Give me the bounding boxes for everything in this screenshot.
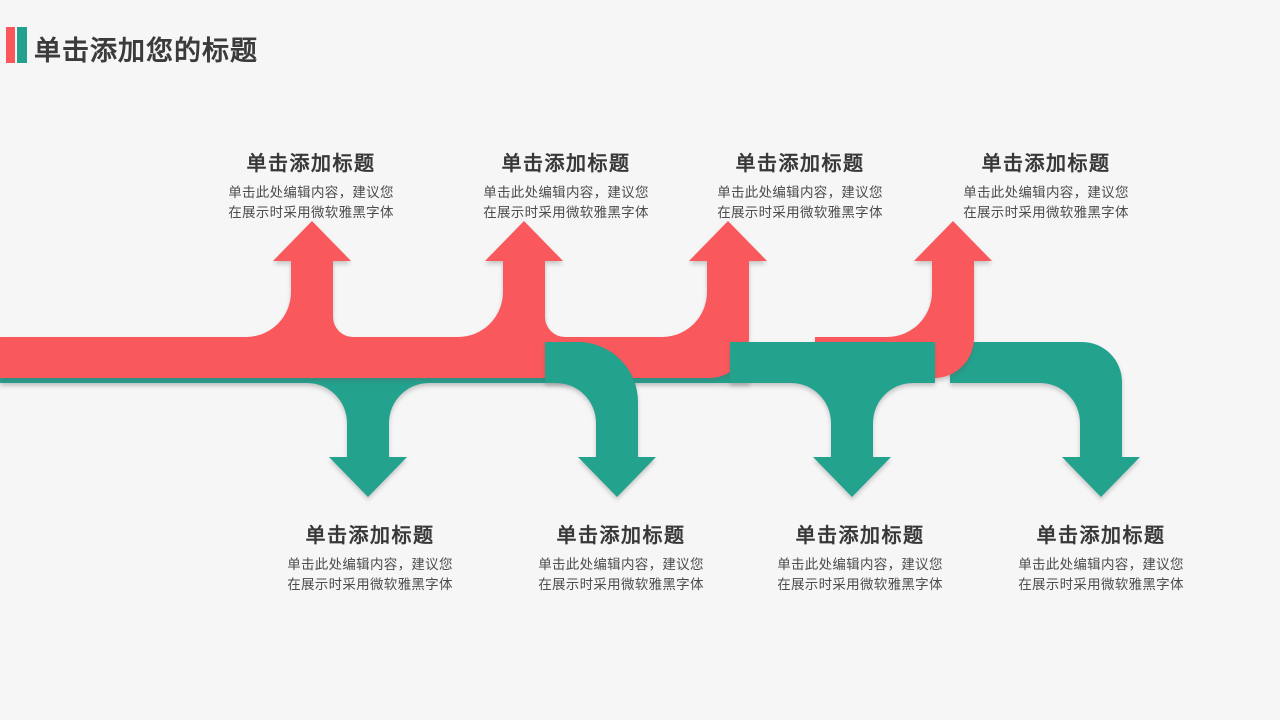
step-body[interactable]: 单击此处编辑内容，建议您在展示时采用微软雅黑字体 xyxy=(963,185,1129,220)
title-accent-red-bar xyxy=(6,27,15,63)
step-body[interactable]: 单击此处编辑内容，建议您在展示时采用微软雅黑字体 xyxy=(287,557,453,592)
step-body[interactable]: 单击此处编辑内容，建议您在展示时采用微软雅黑字体 xyxy=(483,185,649,220)
step-text-bottom-2[interactable]: 单击添加标题 单击此处编辑内容，建议您在展示时采用微软雅黑字体 xyxy=(501,519,741,594)
step-title[interactable]: 单击添加标题 xyxy=(795,525,925,547)
step-text-bottom-1[interactable]: 单击添加标题 单击此处编辑内容，建议您在展示时采用微软雅黑字体 xyxy=(250,519,490,594)
green-arrow-down-4 xyxy=(950,342,1140,497)
step-title[interactable]: 单击添加标题 xyxy=(246,153,376,175)
step-title[interactable]: 单击添加标题 xyxy=(305,525,435,547)
step-text-top-1[interactable]: 单击添加标题 单击此处编辑内容，建议您在展示时采用微软雅黑字体 xyxy=(191,147,431,222)
step-body[interactable]: 单击此处编辑内容，建议您在展示时采用微软雅黑字体 xyxy=(777,557,943,592)
title-accent-green-bar xyxy=(17,27,27,63)
green-arrow-down-2 xyxy=(545,342,656,497)
slide-header: 单击添加您的标题 xyxy=(0,0,1280,70)
step-text-bottom-3[interactable]: 单击添加标题 单击此处编辑内容，建议您在展示时采用微软雅黑字体 xyxy=(740,519,980,594)
step-title[interactable]: 单击添加标题 xyxy=(735,153,865,175)
step-body[interactable]: 单击此处编辑内容，建议您在展示时采用微软雅黑字体 xyxy=(228,185,394,220)
red-arrow-up-4 xyxy=(815,221,992,378)
step-text-top-4[interactable]: 单击添加标题 单击此处编辑内容，建议您在展示时采用微软雅黑字体 xyxy=(926,147,1166,222)
step-body[interactable]: 单击此处编辑内容，建议您在展示时采用微软雅黑字体 xyxy=(538,557,704,592)
step-text-top-2[interactable]: 单击添加标题 单击此处编辑内容，建议您在展示时采用微软雅黑字体 xyxy=(446,147,686,222)
red-band-arrows-up-1-2-3 xyxy=(0,221,767,378)
step-title[interactable]: 单击添加标题 xyxy=(981,153,1111,175)
step-body[interactable]: 单击此处编辑内容，建议您在展示时采用微软雅黑字体 xyxy=(717,185,883,220)
step-body[interactable]: 单击此处编辑内容，建议您在展示时采用微软雅黑字体 xyxy=(1018,557,1184,592)
green-arrow-down-3 xyxy=(730,342,935,497)
step-text-top-3[interactable]: 单击添加标题 单击此处编辑内容，建议您在展示时采用微软雅黑字体 xyxy=(680,147,920,222)
step-title[interactable]: 单击添加标题 xyxy=(556,525,686,547)
step-text-bottom-4[interactable]: 单击添加标题 单击此处编辑内容，建议您在展示时采用微软雅黑字体 xyxy=(981,519,1221,594)
step-title[interactable]: 单击添加标题 xyxy=(501,153,631,175)
step-title[interactable]: 单击添加标题 xyxy=(1036,525,1166,547)
page-title[interactable]: 单击添加您的标题 xyxy=(34,36,258,66)
